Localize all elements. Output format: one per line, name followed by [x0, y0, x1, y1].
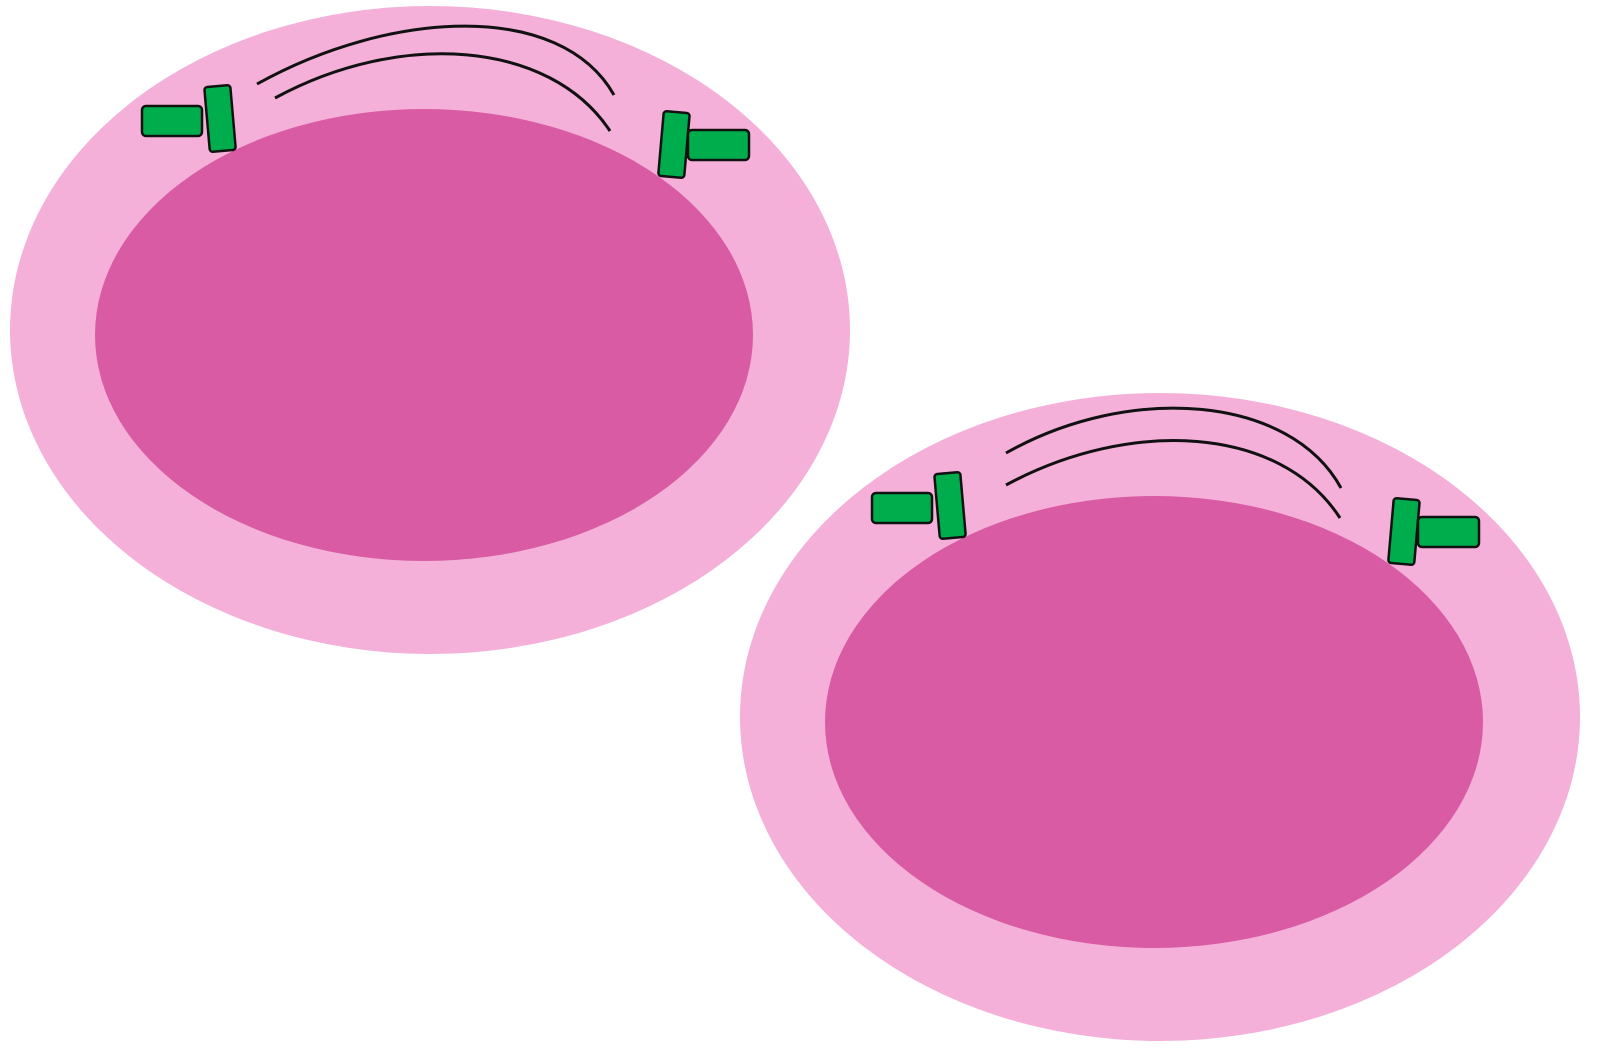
cell-1-inner-body	[95, 109, 753, 561]
cell-1-receptor-left-horizontal	[142, 106, 202, 136]
cell-2-receptor-left-vertical	[934, 472, 966, 539]
cell-1	[10, 6, 850, 654]
cell-2-receptor-right-vertical	[1388, 498, 1420, 565]
cell-1-receptor-right-vertical	[658, 111, 690, 178]
cell-2-receptor-left-horizontal	[872, 493, 932, 523]
cell-1-receptor-right-horizontal	[688, 130, 749, 160]
cell-2-receptor-right-horizontal	[1418, 517, 1479, 547]
cell-2-inner-body	[825, 496, 1483, 948]
cell-2	[740, 393, 1580, 1041]
cell-1-receptor-left-vertical	[204, 85, 236, 152]
